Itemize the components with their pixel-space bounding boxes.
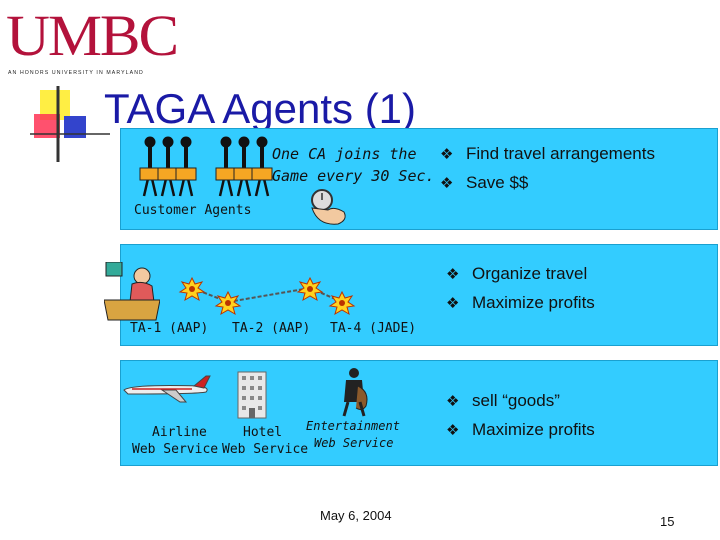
footer-date: May 6, 2004 <box>320 508 392 523</box>
ta4-label: TA-4 (JADE) <box>330 321 416 336</box>
bullet-save-money: ❖Save $$ <box>440 168 528 198</box>
stopwatch-hand-icon <box>298 186 350 230</box>
bullet-marker-icon: ❖ <box>446 416 472 445</box>
airline-label-line-1: Airline <box>152 425 207 440</box>
bullet-sell-goods: ❖sell “goods” <box>446 386 560 416</box>
entertainment-label-line-1: Entertainment <box>306 419 400 433</box>
agent-network-icon <box>170 276 370 316</box>
bullet-marker-icon: ❖ <box>446 260 472 289</box>
bullet-marker-icon: ❖ <box>440 169 466 198</box>
hotel-label-line-2: Web Service <box>222 442 308 457</box>
logo-tagline: AN HONORS UNIVERSITY IN MARYLAND <box>8 70 144 76</box>
bullet-maximize-profits: ❖Maximize profits <box>446 288 595 318</box>
travel-agent-desk-icon <box>104 262 160 322</box>
bullet-find-travel: ❖Find travel arrangements <box>440 139 655 169</box>
airplane-icon <box>122 374 212 404</box>
airline-label-line-2: Web Service <box>132 442 218 457</box>
slide-title: TAGA Agents (1) <box>104 84 416 134</box>
title-decoration <box>30 86 110 162</box>
umbc-logo: UMBC AN HONORS UNIVERSITY IN MARYLAND <box>6 4 154 80</box>
entertainment-label-line-2: Web Service <box>314 436 393 450</box>
join-note-line-1: One CA joins the <box>272 143 417 165</box>
ta2-label: TA-2 (AAP) <box>232 321 310 336</box>
bullet-marker-icon: ❖ <box>446 387 472 416</box>
musician-icon <box>334 366 374 418</box>
bullet-marker-icon: ❖ <box>440 140 466 169</box>
logo-wordmark: UMBC <box>6 4 177 68</box>
ta1-label: TA-1 (AAP) <box>130 321 208 336</box>
hotel-label-line-1: Hotel <box>243 425 282 440</box>
page-number: 15 <box>660 514 674 529</box>
hotel-building-icon <box>232 368 272 420</box>
bullet-marker-icon: ❖ <box>446 289 472 318</box>
bullet-maximize-profits-2: ❖Maximize profits <box>446 415 595 445</box>
customer-agents-icon <box>138 134 274 200</box>
join-note-line-2: Game every 30 Sec. <box>272 165 435 187</box>
bullet-organize-travel: ❖Organize travel <box>446 259 587 289</box>
customer-agents-caption: Customer Agents <box>134 203 251 218</box>
